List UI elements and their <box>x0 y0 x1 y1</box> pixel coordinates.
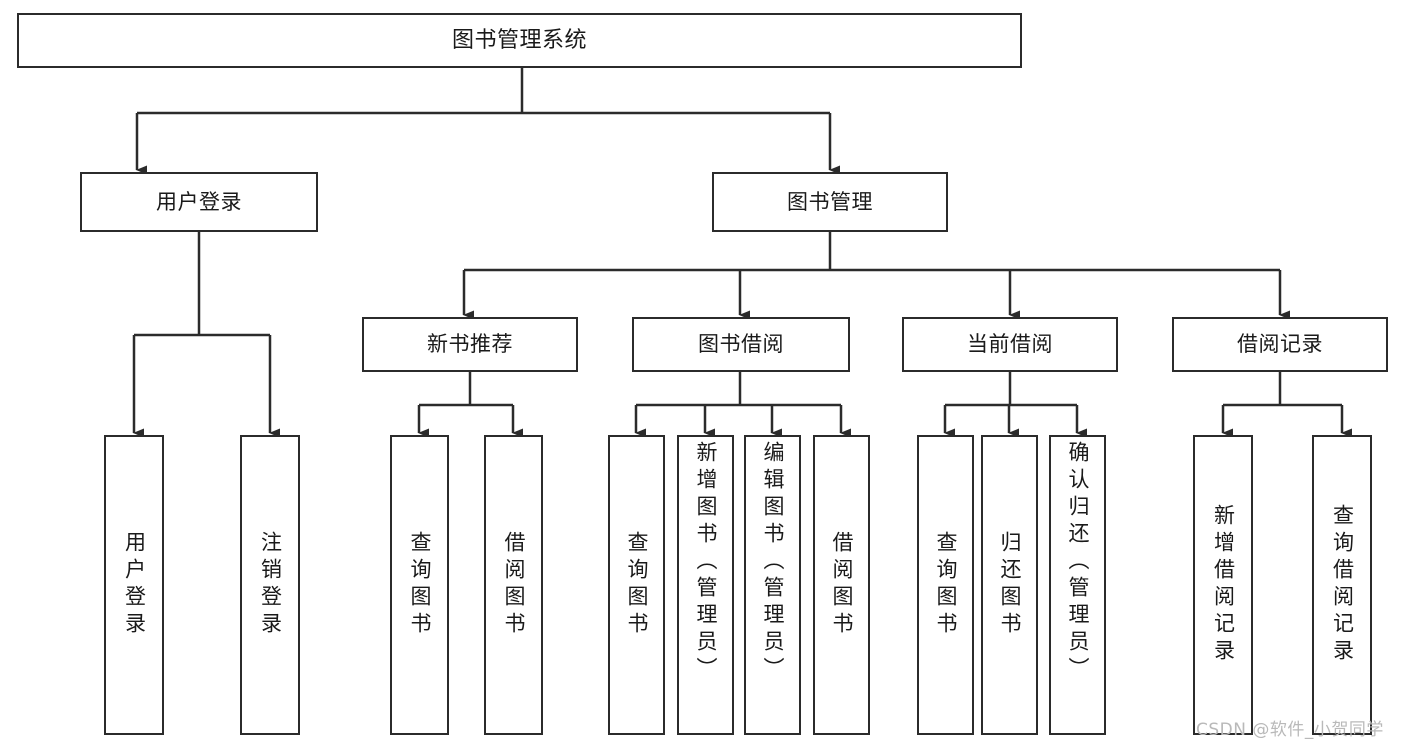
node-label: 借阅记录 <box>1237 332 1323 356</box>
node-label: 图书借阅 <box>698 332 784 356</box>
node-label: 用户登录 <box>122 531 147 639</box>
node-label: 查询图书 <box>934 531 958 639</box>
node-label: 图书管理系统 <box>451 27 587 53</box>
node-label: 用户登录 <box>156 189 242 214</box>
node-label: 借阅图书 <box>830 531 854 639</box>
node-label: 归还图书 <box>998 531 1022 639</box>
node-new-book-recommend[interactable]: 新书推荐 <box>362 317 578 372</box>
leaf-add-borrow-record[interactable]: 新增借阅记录 <box>1193 435 1253 735</box>
node-label: 当前借阅 <box>967 332 1053 356</box>
node-user-login[interactable]: 用户登录 <box>80 172 318 232</box>
node-label: 确认归还（管理员） <box>1066 441 1090 684</box>
node-label: 新书推荐 <box>427 332 513 356</box>
node-label: 查询图书 <box>625 531 649 639</box>
leaf-edit-book-admin[interactable]: 编辑图书（管理员） <box>744 435 801 735</box>
leaf-borrow-book[interactable]: 借阅图书 <box>813 435 870 735</box>
leaf-return-book[interactable]: 归还图书 <box>981 435 1038 735</box>
leaf-query-book-borrow[interactable]: 查询图书 <box>608 435 665 735</box>
leaf-user-login[interactable]: 用户登录 <box>104 435 164 735</box>
node-label: 编辑图书（管理员） <box>761 441 785 684</box>
node-label: 查询借阅记录 <box>1330 504 1355 666</box>
leaf-confirm-return-admin[interactable]: 确认归还（管理员） <box>1049 435 1106 735</box>
node-label: 图书管理 <box>787 189 873 214</box>
node-label: 查询图书 <box>408 531 432 639</box>
leaf-add-book-admin[interactable]: 新增图书（管理员） <box>677 435 734 735</box>
leaf-query-book-current[interactable]: 查询图书 <box>917 435 974 735</box>
node-book-borrow[interactable]: 图书借阅 <box>632 317 850 372</box>
leaf-query-borrow-record[interactable]: 查询借阅记录 <box>1312 435 1372 735</box>
node-label: 注销登录 <box>258 531 283 639</box>
leaf-query-book-recommend[interactable]: 查询图书 <box>390 435 449 735</box>
node-root-book-management-system[interactable]: 图书管理系统 <box>17 13 1022 68</box>
node-borrow-record[interactable]: 借阅记录 <box>1172 317 1388 372</box>
node-label: 新增图书（管理员） <box>694 441 718 684</box>
node-label: 新增借阅记录 <box>1211 504 1236 666</box>
node-current-borrow[interactable]: 当前借阅 <box>902 317 1118 372</box>
leaf-logout-login[interactable]: 注销登录 <box>240 435 300 735</box>
node-book-management[interactable]: 图书管理 <box>712 172 948 232</box>
csdn-watermark: CSDN @软件_小贺同学 <box>1196 720 1384 740</box>
node-label: 借阅图书 <box>502 531 526 639</box>
leaf-borrow-book-recommend[interactable]: 借阅图书 <box>484 435 543 735</box>
